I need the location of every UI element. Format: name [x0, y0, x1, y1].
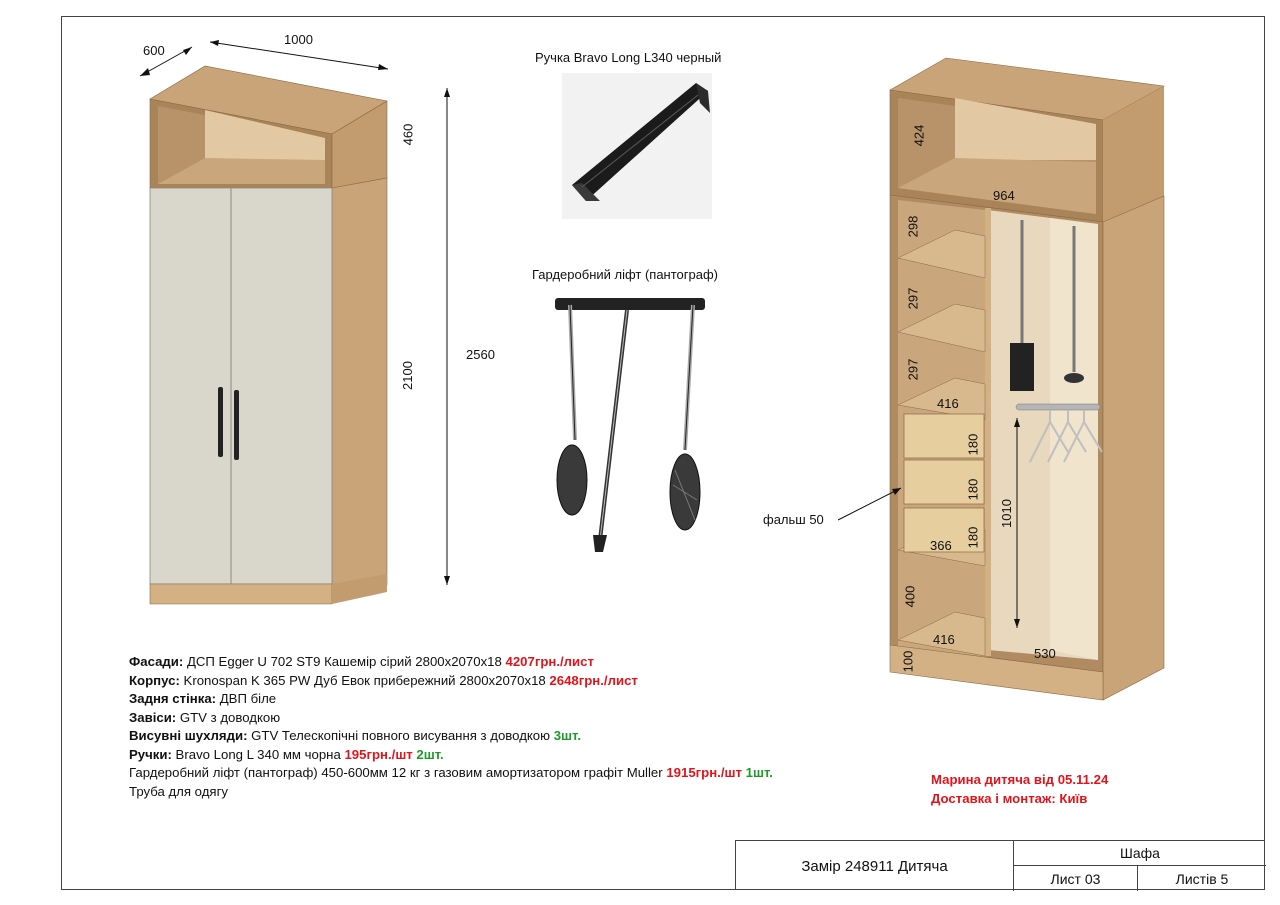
spec-back: Задня стінка: ДВП біле [129, 691, 277, 706]
dim-100: 100 [900, 650, 916, 673]
spec-pipe: Труба для одягу [129, 783, 228, 799]
dim-depth: 600 [143, 43, 165, 58]
title-order: Замір 248911 Дитяча [736, 841, 1014, 891]
spec-facades: Фасади: ДСП Egger U 702 ST9 Кашемір сіри… [129, 654, 594, 669]
spec-handles: Ручки: Bravo Long L 340 мм чорна 195грн.… [129, 746, 444, 762]
dim-180-a: 180 [965, 433, 981, 456]
spec-lift: Гардеробний ліфт (пантограф) 450-600мм 1… [129, 765, 773, 780]
plinth-side [332, 574, 387, 604]
note-line-2: Доставка і монтаж: Київ [931, 791, 1088, 806]
dim-424: 424 [911, 124, 927, 147]
title-sheet: Лист 03 [1014, 866, 1138, 891]
top-box-back [205, 110, 325, 160]
title-sheets: Листів 5 [1175, 870, 1229, 887]
handle-title: Ручка Bravo Long L340 черный [535, 50, 722, 65]
left-door-handle [218, 387, 223, 457]
title-product: Шафа [1014, 841, 1266, 866]
dim-530: 530 [1034, 646, 1056, 661]
spec-body: Корпус: Kronospan K 365 PW Дуб Евок приб… [129, 672, 638, 688]
wardrobe-lift-image [555, 298, 705, 552]
order-note: Марина дитяча від 05.11.24 Доставка і мо… [931, 770, 1108, 808]
dim-366: 366 [930, 538, 952, 553]
dim-total: 2560 [466, 347, 495, 362]
dim-400: 400 [902, 585, 918, 608]
drawing-frame [61, 16, 1265, 890]
dim-416-a: 416 [937, 396, 959, 411]
note-line-1: Марина дитяча від 05.11.24 [931, 772, 1109, 787]
dim-964: 964 [993, 188, 1015, 203]
dim-width: 1000 [284, 32, 313, 47]
spec-hinges: Завіси: GTV з доводкою [129, 709, 281, 725]
right-door-handle [234, 390, 239, 460]
dim-298: 298 [905, 215, 921, 238]
facades [149, 187, 333, 585]
width-dim-line [209, 41, 389, 70]
dim-1010: 1010 [998, 499, 1014, 528]
dim-180-c: 180 [965, 526, 981, 549]
spec-drawers: Висувні шухляди: GTV Телескопічні повног… [129, 728, 581, 743]
falsh-label: фальш 50 [763, 512, 824, 527]
lift-title: Гардеробний ліфт (пантограф) [532, 267, 718, 282]
title-block: Замір 248911 Дитяча Шафа Лист 03 Листів … [735, 840, 1266, 891]
handle-image [562, 73, 712, 219]
dim-416-b: 416 [933, 632, 955, 647]
dim-180-b: 180 [965, 478, 981, 501]
dim-297-b: 297 [905, 358, 921, 381]
top-box-shelf [158, 158, 325, 184]
dim-297-a: 297 [905, 287, 921, 310]
specification: Фасади: ДСП Egger U 702 ST9 Кашемір сіри… [129, 653, 773, 801]
